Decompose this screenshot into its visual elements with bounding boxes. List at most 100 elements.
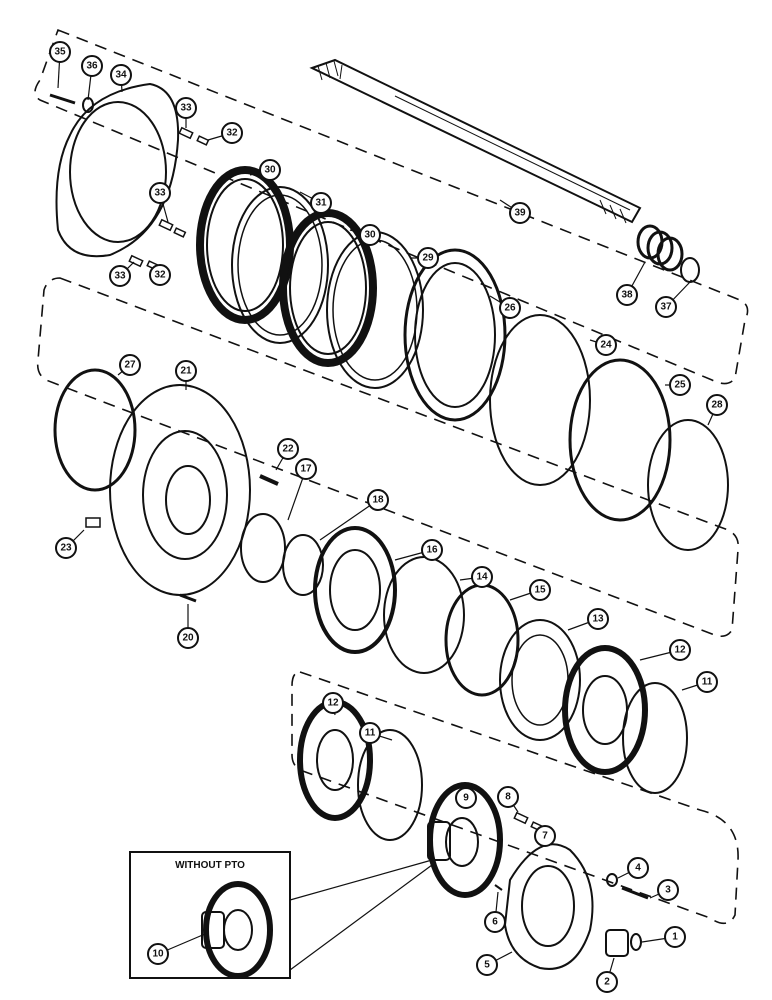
inset-title: WITHOUT PTO xyxy=(175,860,245,871)
callout-33: 33 xyxy=(109,261,135,287)
callout-11: 11 xyxy=(681,671,718,693)
callout-number: 7 xyxy=(542,831,548,842)
ring-17 xyxy=(240,513,286,583)
ring-18 xyxy=(282,534,324,596)
o-ring-27 xyxy=(53,368,137,492)
callout-number: 30 xyxy=(264,165,276,176)
callout-circle xyxy=(259,159,281,181)
callout-25: 25 xyxy=(665,374,691,396)
callout-30: 30 xyxy=(349,224,381,246)
callout-circle xyxy=(499,297,521,319)
callout-circle xyxy=(655,296,677,318)
callout-circle xyxy=(455,787,477,809)
callout-24: 24 xyxy=(589,334,617,356)
callout-number: 8 xyxy=(505,792,511,803)
callout-15: 15 xyxy=(509,579,551,601)
callout-23: 23 xyxy=(55,529,85,559)
clutch-housing-part xyxy=(109,384,251,596)
callout-circle xyxy=(616,284,638,306)
callout-circle xyxy=(706,394,728,416)
ring-15 xyxy=(444,583,520,697)
spring-part xyxy=(636,224,684,272)
callout-number: 17 xyxy=(300,464,312,475)
callout-38: 38 xyxy=(616,261,646,306)
callout-number: 2 xyxy=(604,977,610,988)
callout-28: 28 xyxy=(706,394,728,426)
callout-number: 20 xyxy=(182,633,194,644)
callout-9: 9 xyxy=(455,787,477,809)
callout-circle xyxy=(529,579,551,601)
callout-14: 14 xyxy=(459,566,493,588)
callout-circle xyxy=(471,566,493,588)
callout-number: 3 xyxy=(665,885,671,896)
callout-11: 11 xyxy=(359,722,393,744)
callout-number: 6 xyxy=(492,917,498,928)
piston-part xyxy=(403,248,507,422)
callout-35: 35 xyxy=(49,41,71,89)
callout-number: 11 xyxy=(702,677,713,688)
snap-ring-part xyxy=(680,257,700,283)
callout-32: 32 xyxy=(207,122,243,144)
callout-circle xyxy=(657,879,679,901)
middle-group-boundary xyxy=(36,277,740,638)
callout-circle xyxy=(110,64,132,86)
callout-16: 16 xyxy=(394,539,443,561)
callout-39: 39 xyxy=(499,199,531,224)
callout-number: 37 xyxy=(660,302,672,313)
callout-number: 33 xyxy=(154,188,166,199)
callout-6: 6 xyxy=(484,891,506,933)
callout-circle xyxy=(49,41,71,63)
callout-number: 33 xyxy=(180,103,192,114)
steel-plate-13 xyxy=(499,619,581,741)
callout-circle xyxy=(359,224,381,246)
ring-14 xyxy=(383,556,465,674)
callout-number: 21 xyxy=(180,366,192,377)
callout-circle xyxy=(421,539,443,561)
callout-5: 5 xyxy=(476,951,513,976)
callout-number: 16 xyxy=(426,545,438,556)
callout-circle xyxy=(277,438,299,460)
callout-circle xyxy=(149,182,171,204)
callout-number: 35 xyxy=(54,47,66,58)
callout-circle xyxy=(221,122,243,144)
lower-group-boundary xyxy=(291,671,739,925)
callout-circle xyxy=(109,265,131,287)
callout-number: 24 xyxy=(600,340,612,351)
callout-31: 31 xyxy=(299,191,332,214)
steel-plate-11-right xyxy=(622,682,688,794)
callout-10: 10 xyxy=(147,933,206,965)
callout-circle xyxy=(147,943,169,965)
callout-circle xyxy=(295,458,317,480)
seal-ring-28 xyxy=(647,419,729,551)
callout-7: 7 xyxy=(534,825,556,847)
callout-number: 38 xyxy=(621,290,633,301)
callout-37: 37 xyxy=(655,281,691,318)
callout-26: 26 xyxy=(489,295,521,319)
callout-33: 33 xyxy=(149,182,171,223)
callout-8: 8 xyxy=(497,786,519,813)
callout-circle xyxy=(367,489,389,511)
callout-20: 20 xyxy=(177,604,199,649)
callout-circle xyxy=(497,786,519,808)
callout-13: 13 xyxy=(567,608,609,631)
group-boundaries xyxy=(34,28,749,925)
callout-4: 4 xyxy=(617,857,649,879)
callout-number: 26 xyxy=(504,303,516,314)
callout-circle xyxy=(175,360,197,382)
callout-circle xyxy=(664,926,686,948)
callout-36: 36 xyxy=(81,55,103,101)
callout-circle xyxy=(476,954,498,976)
callout-number: 39 xyxy=(514,208,526,219)
callout-circle xyxy=(587,608,609,630)
callout-32: 32 xyxy=(149,264,171,286)
callout-number: 32 xyxy=(154,270,166,281)
callout-circle xyxy=(81,55,103,77)
callout-circle xyxy=(322,692,344,714)
callout-circle xyxy=(417,247,439,269)
callout-number: 22 xyxy=(282,444,294,455)
shaft-part xyxy=(309,58,642,224)
callout-number: 29 xyxy=(422,253,434,264)
callout-number: 25 xyxy=(674,380,686,391)
callout-circle xyxy=(696,671,718,693)
